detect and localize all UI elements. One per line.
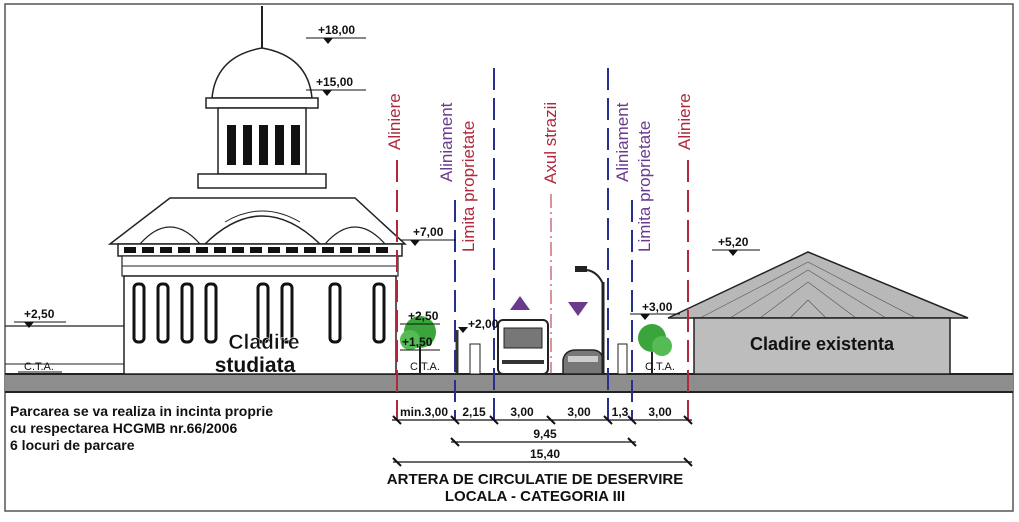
dim-2: 2,15 <box>462 405 486 419</box>
car-icon <box>562 349 604 375</box>
label-aliniament-right: Aliniament <box>613 102 632 182</box>
elevation-200: +2,00 <box>458 317 499 333</box>
cta-right: C.T.A. <box>645 361 675 373</box>
label-aliniere-left: Aliniere <box>385 93 404 150</box>
arrow-down-icon <box>568 302 588 316</box>
label-aliniament-left: Aliniament <box>437 102 456 182</box>
ground-strip <box>5 374 1013 392</box>
note-line-2: cu respectarea HCGMB nr.66/2006 <box>10 420 237 436</box>
dimension-chain: min.3,00 2,15 3,00 3,00 1,3 3,00 9,45 15… <box>392 405 693 467</box>
caption-line-2: LOCALA - CATEGORIA III <box>445 488 625 505</box>
elevation-1500: +15,00 <box>306 75 366 96</box>
svg-text:+2,00: +2,00 <box>468 317 499 331</box>
svg-text:+2,50: +2,50 <box>24 307 55 321</box>
studied-building-label-2: studiata <box>215 354 296 377</box>
alignment-lines <box>396 68 689 420</box>
cta-mid: C.T.A. <box>410 361 440 373</box>
caption-line-1: ARTERA DE CIRCULATIE DE DESERVIRE <box>387 471 683 488</box>
note-line-3: 6 locuri de parcare <box>10 437 135 453</box>
dim-6: 3,00 <box>648 405 672 419</box>
elevation-520: +5,20 <box>712 235 760 256</box>
arrow-up-icon <box>510 296 530 310</box>
existing-building: Cladire existenta <box>667 251 969 375</box>
label-limita-left: Limita proprietate <box>459 121 478 252</box>
studied-building: Cladire studiata <box>107 6 407 377</box>
dim-1: min.3,00 <box>400 405 448 419</box>
elevation-1800: +18,00 <box>306 23 366 44</box>
left-neighbour-wall <box>5 325 125 365</box>
existing-building-label: Cladire existenta <box>750 334 895 354</box>
drawing-border <box>4 3 1014 512</box>
svg-text:+15,00: +15,00 <box>316 75 353 89</box>
elevation-150: +1,50 <box>400 335 440 351</box>
tree-right <box>638 324 672 374</box>
elevation-250-mid: +2,50 <box>400 309 440 325</box>
elevation-700: +7,00 <box>400 225 456 246</box>
svg-text:+18,00: +18,00 <box>318 23 355 37</box>
bus-icon <box>497 319 549 375</box>
svg-text:+1,50: +1,50 <box>402 335 433 349</box>
dim-road-total: 9,45 <box>533 427 557 441</box>
dim-5: 1,3 <box>612 405 629 419</box>
svg-text:+3,00: +3,00 <box>642 300 673 314</box>
street-lamp-icon <box>575 266 605 374</box>
dim-3: 3,00 <box>510 405 534 419</box>
svg-text:+5,20: +5,20 <box>718 235 749 249</box>
dim-4: 3,00 <box>567 405 591 419</box>
label-limita-right: Limita proprietate <box>635 121 654 252</box>
label-aliniere-right: Aliniere <box>675 93 694 150</box>
elevation-300: +3,00 <box>630 300 680 320</box>
elevation-marks: +18,00 +15,00 +7,00 +5,20 +3,00 +2,50 <box>14 23 760 351</box>
svg-text:+7,00: +7,00 <box>413 225 444 239</box>
elevation-250-left: +2,50 <box>14 307 66 328</box>
cta-labels: C.T.A. C.T.A. C.T.A. <box>18 361 675 373</box>
parking-notes: Parcarea se va realiza in incinta propri… <box>10 403 273 453</box>
label-axul-strazii: Axul strazii <box>541 102 560 184</box>
dim-total: 15,40 <box>530 447 560 461</box>
note-line-1: Parcarea se va realiza in incinta propri… <box>10 403 273 419</box>
studied-building-label-1: Cladire <box>228 331 299 354</box>
cta-left: C.T.A. <box>24 361 54 373</box>
svg-text:+2,50: +2,50 <box>408 309 439 323</box>
